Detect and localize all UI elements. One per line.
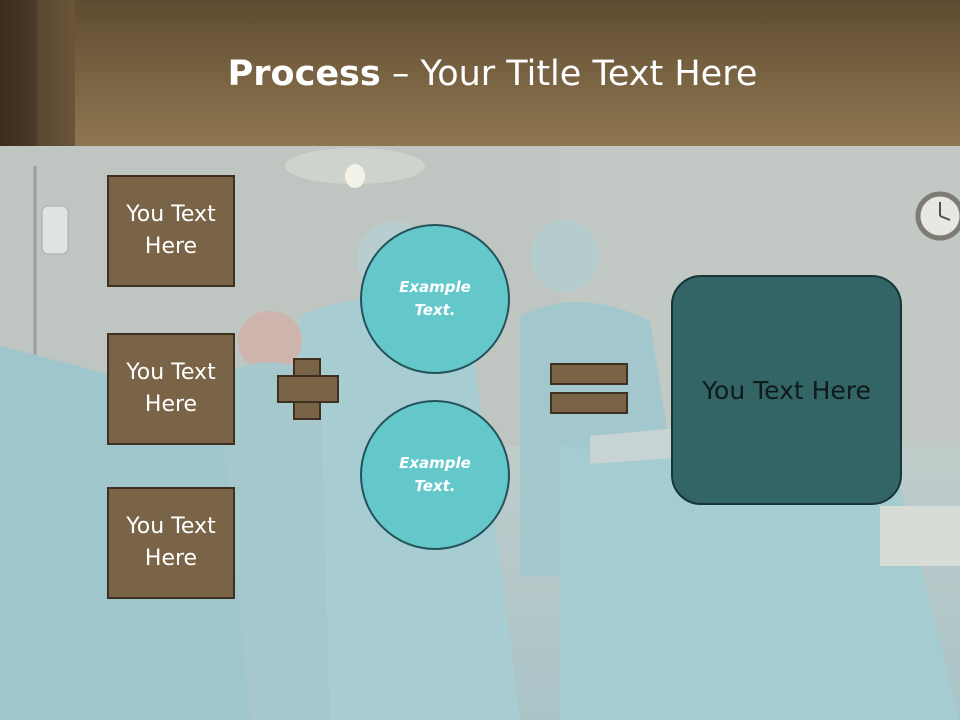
circle-label: Example Text. <box>399 278 471 319</box>
text-box-3[interactable]: You Text Here <box>107 487 235 599</box>
slide-title[interactable]: Process – Your Title Text Here <box>0 50 960 98</box>
result-box[interactable]: You Text Here <box>671 275 902 505</box>
result-label: You Text Here <box>702 375 871 405</box>
text-box-label: You Text Here <box>126 202 216 259</box>
title-bar: Process – Your Title Text Here <box>0 0 960 146</box>
circle-label: Example Text. <box>399 454 471 495</box>
header-accent-stripe <box>0 0 75 146</box>
text-box-1[interactable]: You Text Here <box>107 175 235 287</box>
text-box-label: You Text Here <box>126 360 216 417</box>
text-box-label: You Text Here <box>126 514 216 571</box>
example-circle-1[interactable]: Example Text. <box>360 224 510 374</box>
title-rest: – Your Title Text Here <box>380 54 758 94</box>
text-box-2[interactable]: You Text Here <box>107 333 235 445</box>
example-circle-2[interactable]: Example Text. <box>360 400 510 550</box>
title-bold: Process <box>227 54 381 94</box>
